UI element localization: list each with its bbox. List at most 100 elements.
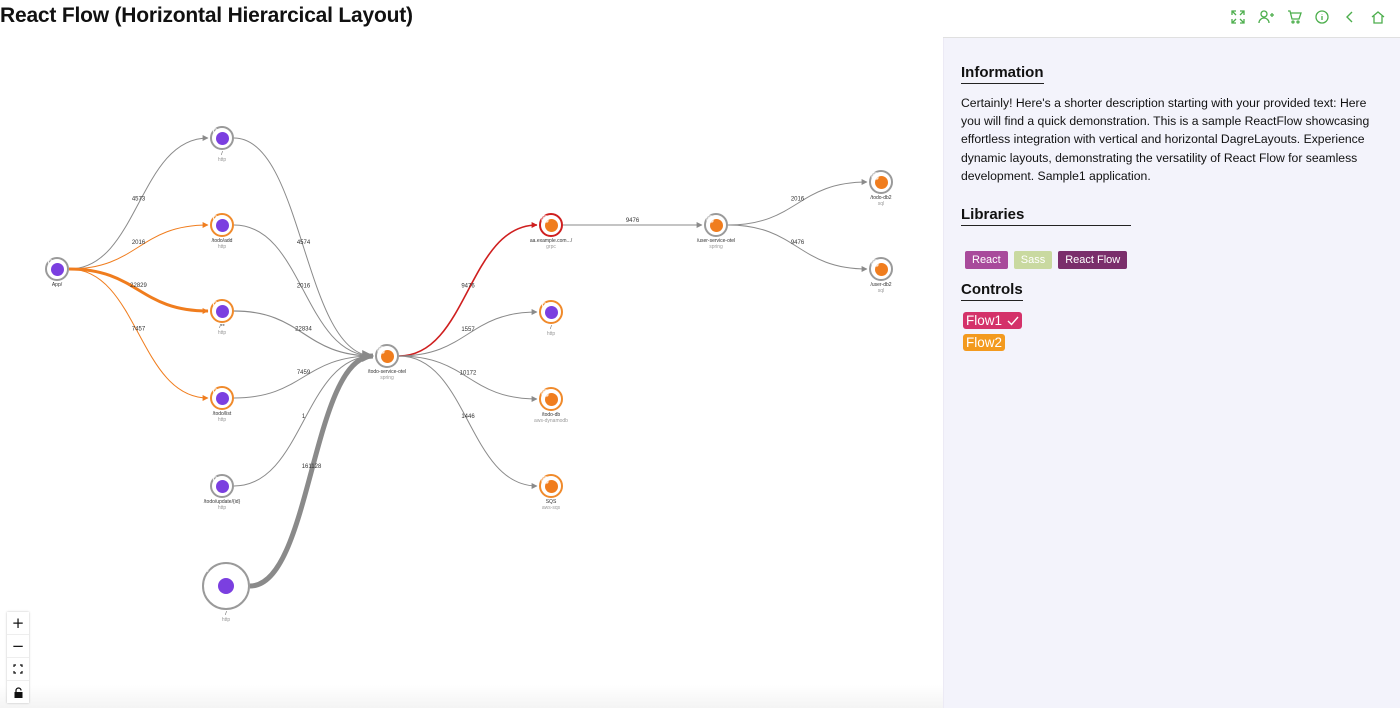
edge-svc-aa[interactable] [398, 222, 538, 357]
node-label: / [550, 325, 552, 331]
service-icon [377, 346, 394, 363]
node-circle[interactable] [704, 213, 728, 237]
node-circle[interactable] [375, 344, 399, 368]
zoom-out-button[interactable]: − [7, 635, 29, 658]
lock-button[interactable] [7, 681, 29, 703]
node-circle[interactable] [539, 474, 563, 498]
info-icon[interactable] [1308, 6, 1336, 28]
top-toolbar [1224, 6, 1392, 28]
bulb-icon [212, 476, 229, 493]
edge-app-root1[interactable] [68, 135, 209, 270]
node-circle[interactable] [539, 300, 563, 324]
node-circle[interactable] [539, 387, 563, 411]
edge-label-add-svc: 2016 [297, 284, 311, 290]
service-icon [541, 389, 558, 406]
edge-root2-svc[interactable] [249, 350, 375, 589]
node-label: /todo-db [541, 412, 561, 418]
home-icon[interactable] [1364, 6, 1392, 28]
edge-star-svc[interactable] [233, 310, 374, 359]
node-label: /todo/list [212, 411, 232, 417]
flow1-button[interactable]: Flow1 [963, 312, 1023, 329]
node-label: SQS [545, 499, 557, 505]
edge-usersvc-db2a[interactable] [727, 179, 868, 226]
service-icon [541, 215, 558, 232]
page-title: React Flow (Horizontal Hierarcical Layou… [0, 4, 413, 27]
node-type-label: http [217, 157, 227, 163]
bulb-icon [212, 388, 229, 405]
node-circle[interactable] [210, 126, 234, 150]
edge-label-root2-svc: 161128 [302, 464, 322, 470]
bulb-icon [212, 215, 229, 232]
edge-label-app-add: 2016 [132, 240, 146, 246]
node-circle[interactable] [539, 213, 563, 237]
bulb-icon [47, 259, 64, 276]
zoom-in-button[interactable]: + [7, 612, 29, 635]
node-circle[interactable] [869, 257, 893, 281]
edge-app-add[interactable] [68, 222, 209, 270]
node-label: App/ [51, 282, 63, 288]
node-label: /** [219, 324, 225, 330]
node-circle[interactable] [869, 170, 893, 194]
edge-add-svc[interactable] [233, 224, 374, 359]
lock-icon [14, 686, 22, 698]
node-circle[interactable] [202, 562, 250, 610]
zoom-controls: + − [7, 612, 29, 703]
node-type-label: spring [709, 244, 723, 250]
controls-heading: Controls [961, 281, 1023, 301]
service-icon [541, 476, 558, 493]
library-tag-sass: Sass [1013, 251, 1053, 269]
node-circle[interactable] [210, 213, 234, 237]
bulb-icon [212, 128, 229, 145]
edge-svc-sqs[interactable] [398, 355, 538, 489]
node-type-label: http [217, 330, 227, 336]
side-panel: Information Certainly! Here's a shorter … [943, 38, 1400, 708]
edge-svc-db[interactable] [398, 355, 538, 402]
node-circle[interactable] [210, 299, 234, 323]
node-label: / [225, 611, 227, 617]
node-circle[interactable] [45, 257, 69, 281]
edge-label-list-svc: 7459 [297, 370, 311, 376]
node-label: / [221, 151, 223, 157]
library-tags: React Sass React Flow [965, 251, 1128, 269]
node-label: aa.example.com.../ [529, 238, 573, 244]
node-type-label: aws-sqs [541, 505, 561, 511]
flow1-label: Flow1 [966, 313, 1003, 328]
add-user-icon[interactable] [1252, 6, 1280, 28]
expand-icon[interactable] [1224, 6, 1252, 28]
bulb-icon [212, 301, 229, 318]
node-type-label: grpc [546, 244, 556, 250]
node-type-label: http [217, 417, 227, 423]
cart-icon[interactable] [1280, 6, 1308, 28]
back-icon[interactable] [1336, 6, 1364, 28]
node-label: /user-service-otel [696, 238, 736, 244]
edge-app-star[interactable] [68, 267, 209, 314]
edge-label-svc-sqs: 1446 [461, 414, 475, 420]
node-type-label: http [221, 617, 231, 623]
header-divider [943, 37, 1400, 38]
flow2-button[interactable]: Flow2 [963, 334, 1006, 351]
service-icon [871, 259, 888, 276]
edge-usersvc-db2b[interactable] [727, 224, 868, 272]
node-type-label: spring [380, 375, 394, 381]
edge-root1-svc[interactable] [233, 137, 374, 359]
edge-app-list[interactable] [68, 268, 209, 401]
edges-layer: 4573201622829745745742016228347459116112… [68, 135, 868, 589]
node-circle[interactable] [210, 386, 234, 410]
node-circle[interactable] [210, 474, 234, 498]
library-tag-react: React [965, 251, 1008, 269]
node-type-label: sql [877, 201, 885, 207]
libraries-heading: Libraries [961, 206, 1131, 226]
edge-svc-root3[interactable] [398, 309, 538, 357]
information-heading: Information [961, 64, 1044, 84]
edge-update-svc[interactable] [233, 353, 374, 487]
node-label: /todo/update/{id} [203, 499, 241, 505]
edge-list-svc[interactable] [233, 353, 374, 399]
bulb-icon [204, 564, 234, 594]
edge-label-svc-db: 10172 [460, 371, 477, 377]
node-type-label: http [546, 331, 556, 337]
fit-view-button[interactable] [7, 658, 29, 681]
node-type-label: http [217, 505, 227, 511]
fit-view-icon [13, 664, 23, 674]
node-label: /user-db2 [870, 282, 892, 288]
